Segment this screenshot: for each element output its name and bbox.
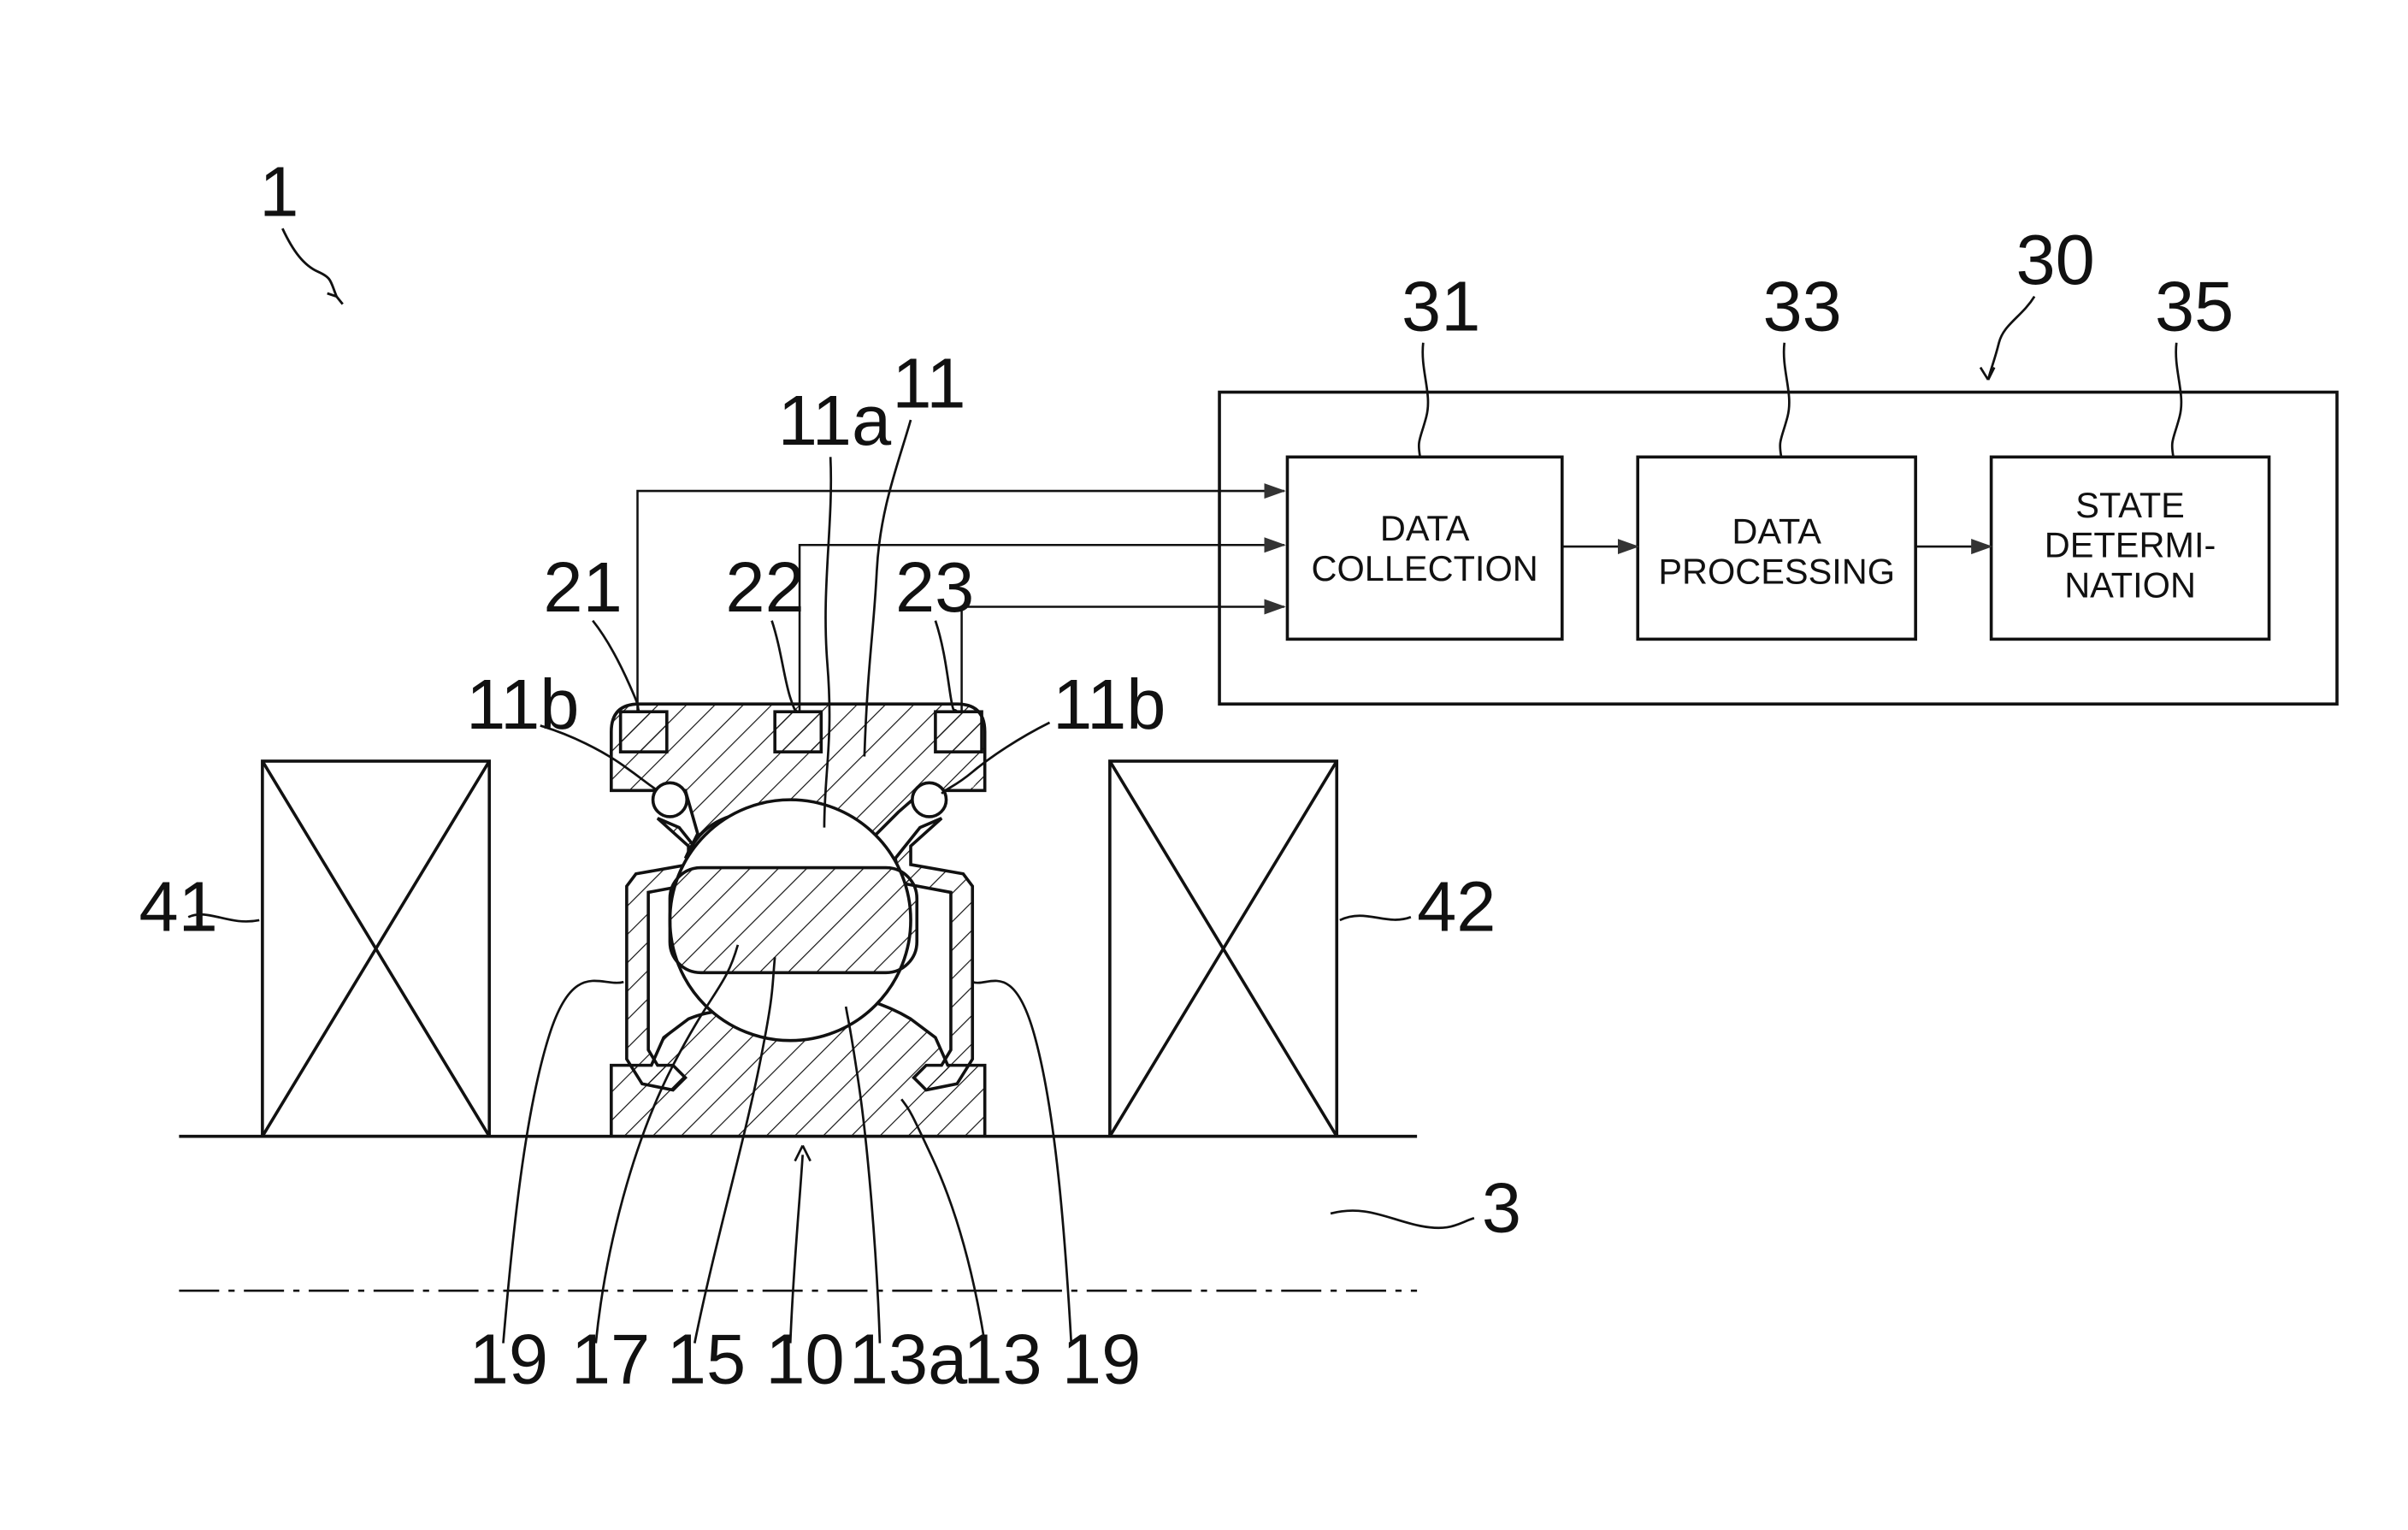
state-determination-line-2: DETERMI- (2045, 525, 2216, 565)
seal-groove-right (912, 783, 947, 817)
seal-groove-left (653, 783, 688, 817)
support-right-label: 42 (1417, 867, 1496, 947)
inner-ring-label: 13 (963, 1319, 1042, 1398)
sensor-21-leader (593, 621, 639, 712)
sensor-22 (775, 712, 821, 752)
processing-ref-label: 33 (1762, 266, 1841, 346)
system-leader-arrow (1980, 368, 1994, 380)
ball-label: 15 (667, 1319, 746, 1398)
bearing-label: 10 (765, 1319, 844, 1398)
cage (670, 868, 917, 973)
seal-right-leader (972, 981, 1071, 1344)
collection-ref-leader (1419, 343, 1428, 458)
system-leader (1988, 297, 2034, 380)
support-right-leader (1340, 916, 1411, 920)
seal-right-label: 19 (1062, 1319, 1141, 1398)
bearing-leader (790, 1155, 802, 1343)
shaft-label: 3 (1482, 1168, 1521, 1248)
determination-ref-label: 35 (2155, 266, 2234, 346)
figure-ref-arrow (328, 293, 343, 304)
figure-ref-label: 1 (259, 152, 298, 232)
sensor-21-label: 21 (543, 547, 622, 627)
outer-raceway-label: 11a (778, 381, 892, 460)
processing-ref-leader (1780, 343, 1790, 458)
determination-ref-leader (2172, 343, 2181, 458)
support-left (263, 761, 489, 1137)
support-left-label: 41 (139, 867, 217, 947)
seal-groove-right-label: 11b (1053, 665, 1166, 744)
sensor-21 (621, 712, 667, 752)
sensor-23 (935, 712, 982, 752)
data-collection-line-2: COLLECTION (1312, 548, 1538, 588)
collection-ref-label: 31 (1402, 266, 1480, 346)
data-collection-line-1: DATA (1380, 508, 1470, 548)
inner-raceway-label: 13a (849, 1319, 968, 1398)
outer-ring-label: 11 (892, 344, 965, 423)
seal-left-label: 19 (469, 1319, 548, 1398)
data-processing-line-1: DATA (1732, 511, 1821, 551)
shaft-leader (1331, 1211, 1474, 1228)
seal-left-leader (503, 981, 623, 1344)
cage-label: 17 (571, 1319, 650, 1398)
state-determination-line-1: STATE (2075, 485, 2185, 525)
sensor-23-label: 23 (895, 547, 974, 627)
rolling-bearing (611, 704, 985, 1136)
sensor-22-label: 22 (725, 547, 804, 627)
state-determination-line-3: NATION (2064, 565, 2196, 606)
sensor-23-leader (935, 621, 957, 712)
system-label: 30 (2016, 220, 2094, 299)
support-right (1110, 761, 1337, 1137)
data-processing-line-2: PROCESSING (1658, 551, 1895, 591)
figure-ref-leader (282, 228, 336, 296)
sensor-22-leader (772, 621, 797, 712)
